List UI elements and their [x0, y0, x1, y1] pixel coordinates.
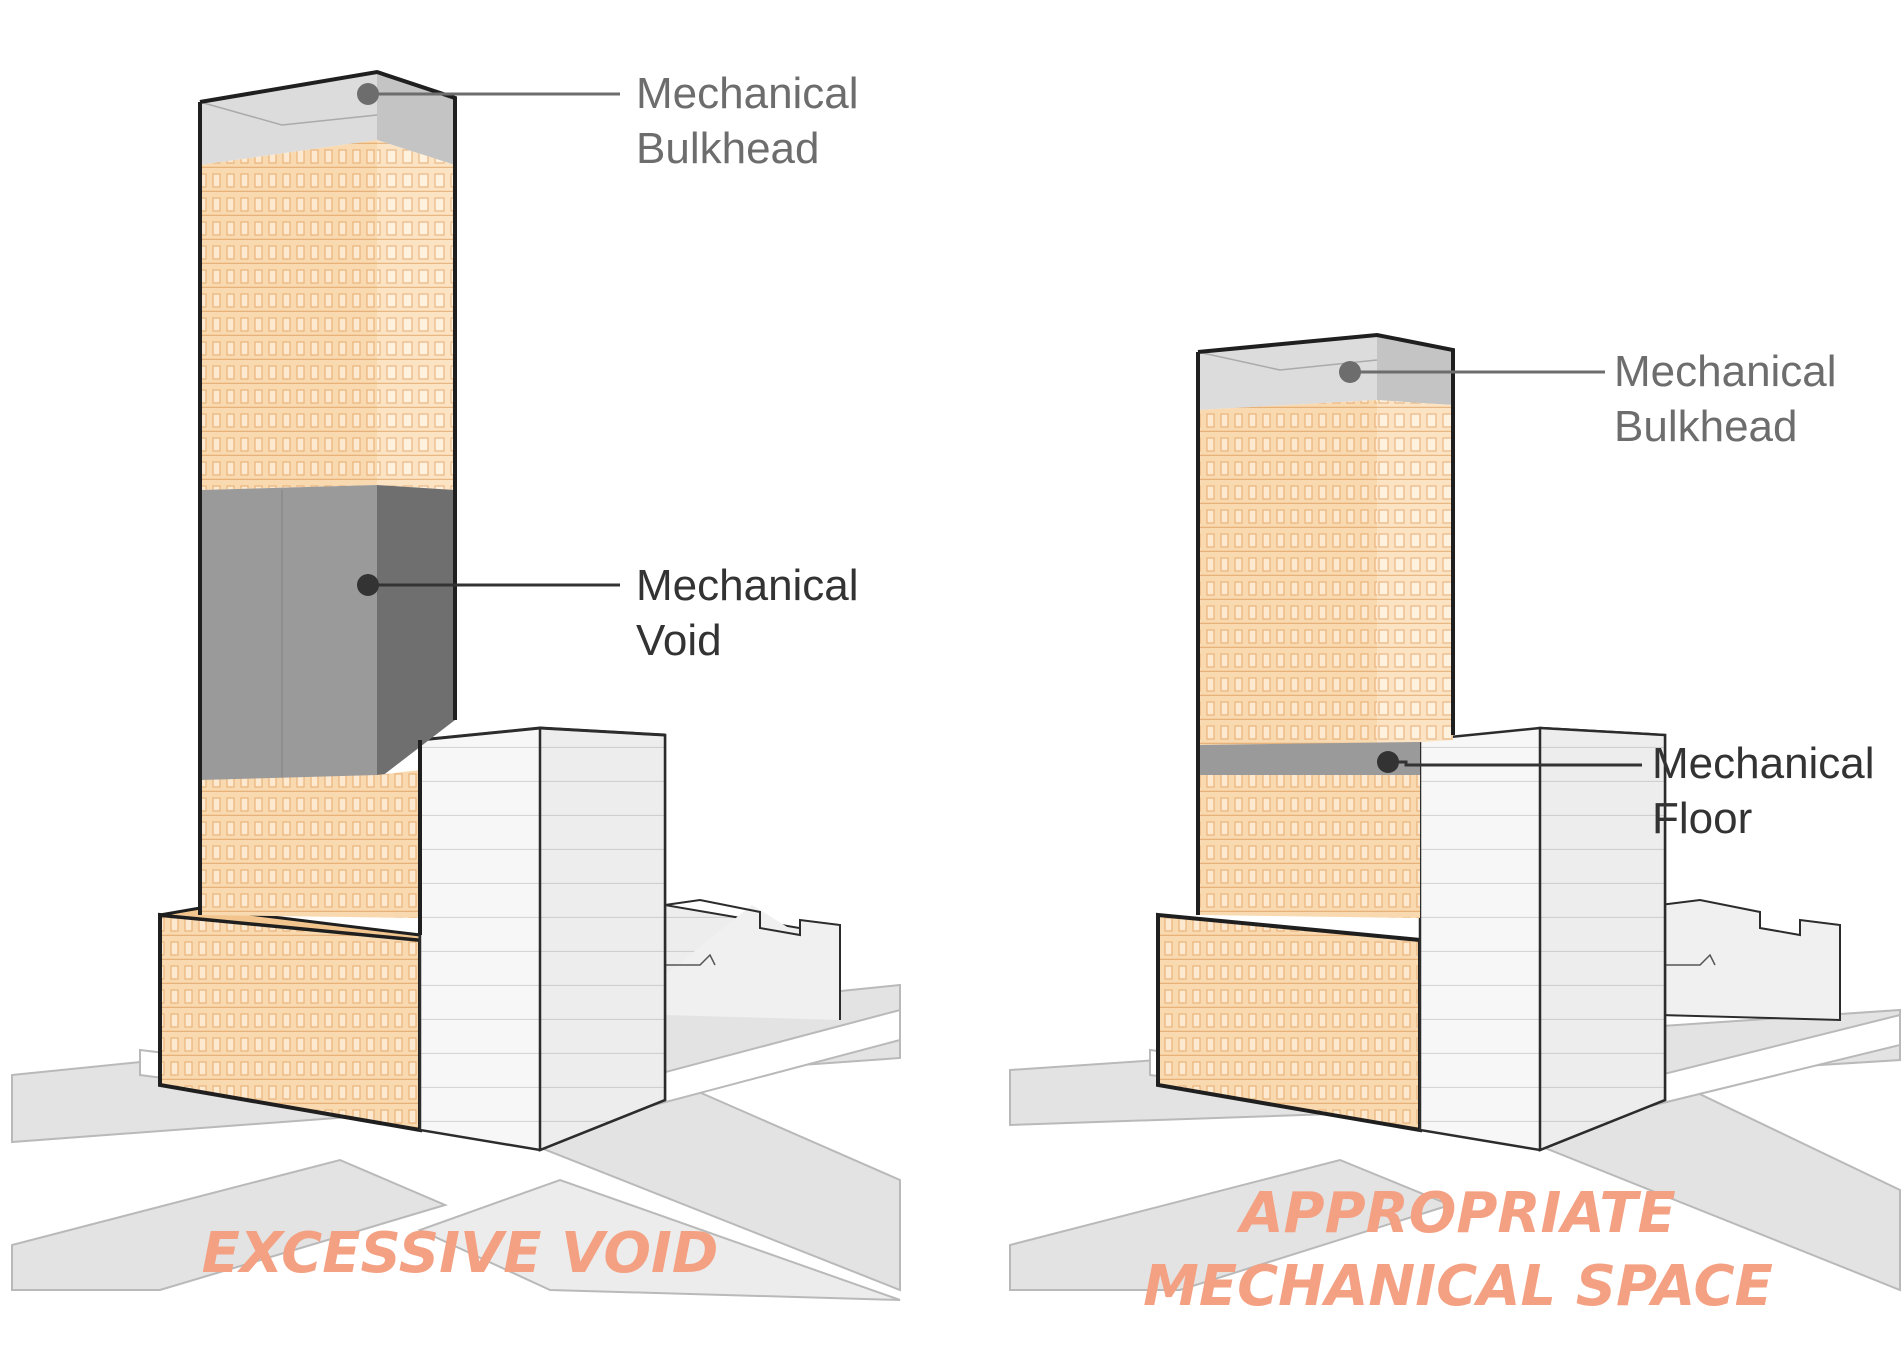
- left-bulkhead-label-line2: Bulkhead: [636, 124, 819, 173]
- left-void-label-line2: Void: [636, 616, 722, 665]
- right-neighbor-low-building: [1660, 900, 1840, 1020]
- left-neighbor-white-tower: [420, 728, 665, 1150]
- left-panel: Mechanical Bulkhead Mechanical Void EXCE…: [12, 69, 900, 1300]
- left-tower: [200, 72, 455, 935]
- left-mechanical-void-block: [200, 485, 377, 780]
- right-bulkhead-label-line1: Mechanical: [1614, 347, 1837, 396]
- right-neighbor-white-tower: [1420, 728, 1665, 1150]
- left-neighbor-low-building: [665, 900, 840, 1020]
- left-upper-floors: [200, 140, 377, 490]
- right-bulkhead-label-line2: Bulkhead: [1614, 402, 1797, 451]
- right-tower: [1198, 335, 1453, 918]
- right-caption-line1: APPROPRIATE: [1236, 1181, 1676, 1246]
- left-lower-floors: [200, 770, 420, 918]
- right-upper-floors: [1198, 400, 1377, 745]
- right-floor-label-line1: Mechanical: [1652, 739, 1875, 788]
- left-caption: EXCESSIVE VOID: [202, 1221, 719, 1286]
- left-void-label-line1: Mechanical: [636, 561, 859, 610]
- left-bulkhead-label-line1: Mechanical: [636, 69, 859, 118]
- right-floor-label-line2: Floor: [1652, 794, 1752, 843]
- right-panel: Mechanical Bulkhead Mechanical Floor APP…: [1010, 335, 1900, 1319]
- right-lower-floors: [1198, 775, 1420, 918]
- right-caption-line2: MECHANICAL SPACE: [1143, 1254, 1773, 1319]
